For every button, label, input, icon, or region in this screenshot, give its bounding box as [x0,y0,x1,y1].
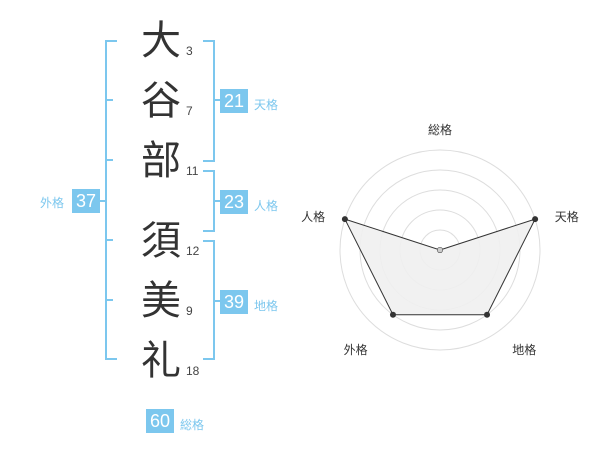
stroke-count-2: 7 [186,104,193,118]
gaikaku-bracket-line [105,40,107,359]
radar-area [343,218,537,316]
name-char-3: 部 [141,138,181,184]
bracket-tick [105,99,113,101]
radar-point [484,311,491,318]
stroke-count-5: 9 [186,304,193,318]
gaikaku-label: 外格 [40,196,65,210]
tenkaku-bracket-top [203,40,215,42]
tenkaku-bracket-bottom [203,160,215,162]
name-char-5: 美 [141,278,181,324]
bracket-tick [105,239,113,241]
chikaku-bracket-top [203,240,215,242]
soukaku-label: 総格 [180,418,205,432]
tenkaku-label: 天格 [254,98,279,112]
stroke-count-1: 3 [186,44,193,58]
fortune-radar-chart: 総格 天格 地格 外格 人格 [301,122,579,357]
gaikaku-badge: 37 [72,189,100,213]
jinkaku-connector [213,200,223,202]
name-char-6: 礼 [141,338,181,384]
radar-label-chikaku: 地格 [512,342,536,357]
bracket-tick [105,159,113,161]
chikaku-badge: 39 [220,290,248,314]
tenkaku-badge: 21 [220,89,248,113]
bracket-tick [105,299,113,301]
jinkaku-bracket-bottom [203,230,215,232]
soukaku-badge: 60 [146,409,174,433]
jinkaku-label: 人格 [254,199,279,213]
stroke-count-3: 11 [186,164,199,178]
name-char-1: 大 [141,18,181,64]
tenkaku-bracket-line [213,40,215,162]
gaikaku-connector [98,200,106,202]
name-char-4: 須 [141,218,181,264]
radar-point [389,311,396,318]
gaikaku-bracket-top [105,40,117,42]
name-char-2: 谷 [141,78,181,124]
radar-center [437,247,443,253]
chikaku-connector [213,300,223,302]
radar-label-gaikaku: 外格 [344,342,368,357]
radar-label-tenkaku: 天格 [555,209,579,224]
radar-point [341,216,348,223]
radar-label-soukaku: 総格 [428,122,452,137]
jinkaku-bracket-top [203,170,215,172]
radar-point [532,216,539,223]
chikaku-label: 地格 [254,299,279,313]
radar-points [341,216,539,318]
stroke-count-4: 12 [186,244,200,258]
radar-label-jinkaku: 人格 [301,209,325,224]
stroke-count-6: 18 [186,364,200,378]
tenkaku-connector [213,99,223,101]
gaikaku-bracket-bottom [105,358,117,360]
chikaku-bracket-bottom [203,358,215,360]
jinkaku-badge: 23 [220,190,248,214]
radar-grid-ring [339,149,541,351]
